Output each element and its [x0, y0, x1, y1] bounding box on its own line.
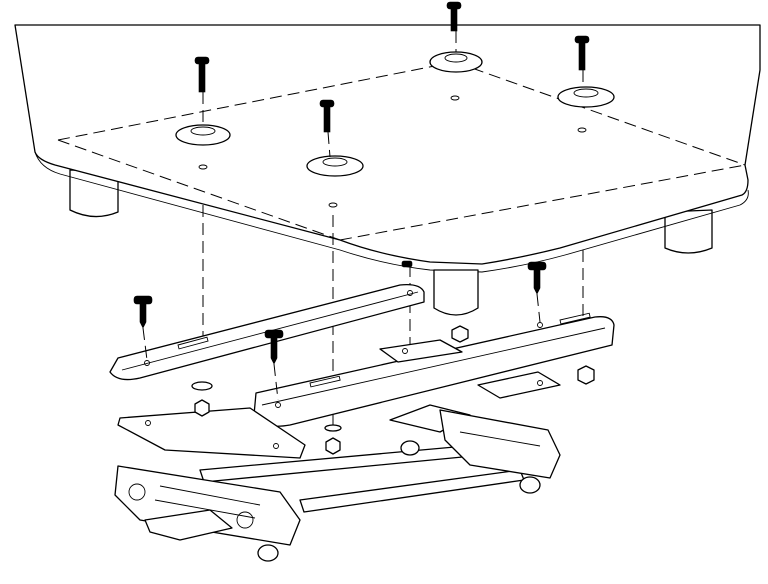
cup-washer-3 — [557, 86, 615, 108]
hex-nut-1 — [191, 381, 213, 417]
top-screw-2 — [446, 1, 462, 32]
support-leg-left — [69, 169, 119, 218]
wheel-1 — [257, 544, 279, 562]
support-leg-right — [664, 209, 713, 254]
cup-washer-4 — [306, 155, 364, 177]
cup-washer-1 — [175, 124, 231, 146]
hex-nut-2 — [451, 325, 469, 343]
flat-plate-right — [379, 339, 561, 399]
seat-pan — [14, 24, 761, 316]
bracket-screw-2 — [264, 329, 284, 365]
support-leg-front — [433, 269, 479, 316]
hex-nut-4 — [324, 424, 342, 455]
bracket-screw-4 — [401, 260, 413, 268]
wheel-3 — [400, 440, 420, 456]
bracket-screw-1 — [133, 295, 153, 329]
slider-frame — [114, 404, 561, 562]
cup-washer-2 — [429, 51, 483, 73]
top-screw-3 — [574, 35, 590, 71]
top-screw-4 — [319, 99, 335, 133]
top-screw-1 — [194, 56, 210, 93]
wheel-2 — [519, 476, 541, 494]
hex-nut-3 — [577, 365, 595, 385]
bracket-screw-3 — [527, 261, 547, 295]
flat-plate-left — [117, 407, 306, 459]
